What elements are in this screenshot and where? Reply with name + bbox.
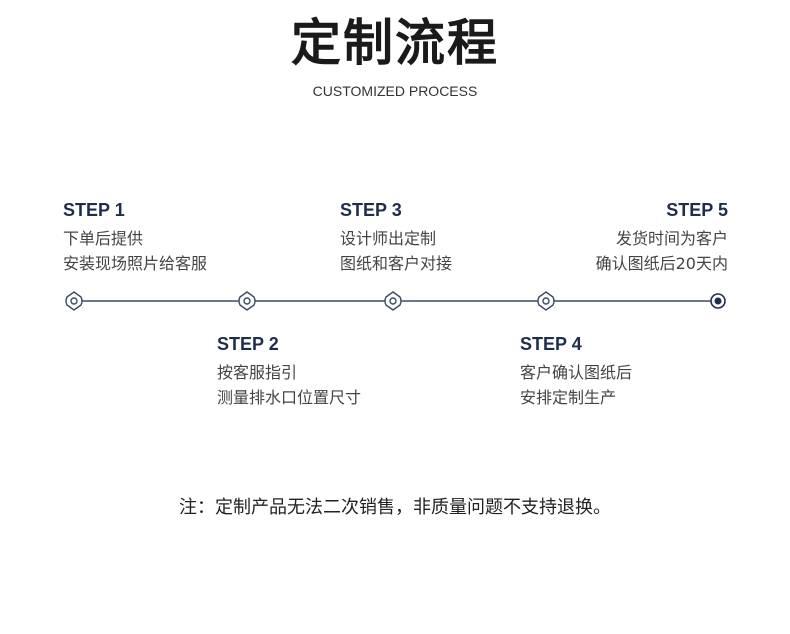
step-5: STEP 5 发货时间为客户 确认图纸后20天内 [428, 198, 728, 276]
step-1-line-1: 下单后提供 [63, 229, 144, 248]
step-2-line-2: 测量排水口位置尺寸 [217, 388, 362, 407]
step-3-line-1: 设计师出定制 [340, 229, 437, 248]
location-pin-icon [65, 291, 83, 311]
step-4-label: STEP 4 [520, 334, 582, 354]
step-4: STEP 4 客户确认图纸后 安排定制生产 [520, 332, 790, 410]
step-1: STEP 1 下单后提供 安装现场照片给客服 [63, 198, 363, 276]
step-3-line-2: 图纸和客户对接 [340, 254, 453, 273]
step-2-line-1: 按客服指引 [217, 363, 298, 382]
footnote: 注：定制产品无法二次销售，非质量问题不支持退换。 [179, 497, 611, 518]
step-5-line-2: 确认图纸后20天内 [595, 254, 728, 273]
step-2-label: STEP 2 [217, 334, 279, 354]
step-1-line-2: 安装现场照片给客服 [63, 254, 208, 273]
end-dot-icon [710, 293, 726, 309]
page-subtitle: CUSTOMIZED PROCESS [312, 83, 478, 99]
step-3-label: STEP 3 [340, 200, 402, 220]
step-4-line-1: 客户确认图纸后 [520, 363, 633, 382]
step-1-label: STEP 1 [63, 200, 125, 220]
step-3: STEP 3 设计师出定制 图纸和客户对接 [340, 198, 640, 276]
step-5-label: STEP 5 [666, 200, 728, 220]
page-title: 定制流程 [291, 14, 499, 72]
step-5-line-1: 发货时间为客户 [615, 229, 728, 248]
location-pin-icon [537, 291, 555, 311]
location-pin-icon [384, 291, 402, 311]
location-pin-icon [238, 291, 256, 311]
step-4-line-2: 安排定制生产 [520, 388, 617, 407]
step-2: STEP 2 按客服指引 测量排水口位置尺寸 [217, 332, 517, 410]
